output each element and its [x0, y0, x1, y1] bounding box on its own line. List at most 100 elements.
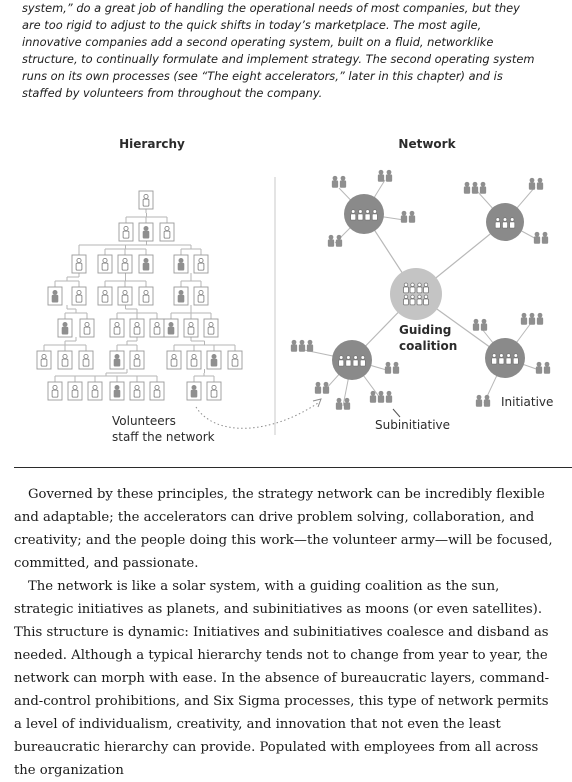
person-icon	[113, 321, 121, 335]
subinitiative-pointer	[392, 408, 401, 418]
volunteer-cluster	[377, 169, 393, 182]
hierarchy-position-box	[109, 350, 125, 370]
person-icon	[75, 257, 83, 271]
volunteer-cluster	[335, 397, 351, 410]
person-icon	[384, 361, 392, 374]
person-icon	[163, 226, 171, 239]
network-node-initiative-bottom-left	[332, 340, 372, 380]
person-icon	[535, 361, 543, 374]
figure-canvas: Hierarchy Network Guiding coalition Init…	[36, 137, 553, 444]
person-icon	[210, 384, 218, 398]
volunteers-dotted-arrow	[195, 402, 319, 429]
network-node-initiative-top-left	[344, 194, 384, 234]
person-icon	[512, 353, 519, 365]
guiding-coalition-label-line1: Guiding	[399, 323, 451, 337]
hierarchy-position-box	[129, 350, 145, 370]
person-icon	[75, 289, 83, 303]
volunteer-cluster	[331, 175, 347, 188]
person-icon	[416, 282, 423, 294]
person-icon	[345, 355, 352, 367]
hierarchy-position-box	[109, 318, 125, 338]
hierarchy-position-box	[163, 318, 179, 338]
subinitiative-label: Subinitiative	[375, 418, 450, 432]
volunteers-label-line2: staff the network	[112, 430, 215, 444]
hierarchy-position-box	[138, 254, 154, 274]
person-icon	[509, 217, 516, 229]
person-icon	[480, 318, 488, 331]
volunteers-label-line1: Volunteers	[112, 414, 176, 428]
person-icon	[61, 321, 69, 335]
network-title: Network	[398, 137, 456, 151]
hierarchy-position-box	[97, 254, 113, 274]
hierarchy-title: Hierarchy	[119, 137, 185, 151]
figure-caption: system,” do a great job of handling the …	[22, 0, 542, 103]
person-icon	[290, 339, 298, 352]
hierarchy-position-box	[97, 286, 113, 306]
person-icon	[416, 294, 423, 306]
hierarchy-org-chart	[36, 190, 243, 401]
person-icon	[153, 321, 161, 335]
volunteer-cluster	[533, 231, 549, 244]
volunteer-cluster	[369, 390, 393, 403]
hierarchy-position-box	[117, 254, 133, 274]
person-icon	[463, 181, 471, 194]
person-icon	[471, 181, 479, 194]
person-icon	[142, 257, 150, 271]
volunteer-cluster	[535, 361, 551, 374]
section-divider	[14, 467, 572, 468]
person-icon	[322, 381, 330, 394]
person-icon	[385, 390, 393, 403]
person-icon	[359, 355, 366, 367]
person-icon	[101, 289, 109, 303]
person-icon	[369, 390, 377, 403]
hierarchy-position-box	[47, 381, 63, 401]
hierarchy-position-box	[117, 286, 133, 306]
person-icon	[528, 312, 536, 325]
person-icon	[491, 353, 498, 365]
person-icon	[536, 177, 544, 190]
person-icon	[343, 397, 351, 410]
hierarchy-position-box	[149, 381, 165, 401]
person-icon	[133, 353, 141, 367]
person-icon	[475, 394, 483, 407]
person-icon	[306, 339, 314, 352]
person-icon	[520, 312, 528, 325]
person-icon	[483, 394, 491, 407]
network-volunteers	[290, 169, 551, 410]
person-icon	[83, 321, 91, 335]
person-icon	[501, 217, 509, 229]
hierarchy-position-box	[186, 381, 202, 401]
hierarchy-position-box	[129, 318, 145, 338]
person-icon	[541, 231, 549, 244]
hierarchy-position-box	[57, 318, 73, 338]
person-icon	[133, 321, 141, 335]
person-icon	[314, 381, 322, 394]
person-icon	[423, 294, 429, 306]
person-icon	[231, 353, 239, 367]
person-icon	[167, 321, 175, 335]
hierarchy-position-box	[87, 381, 103, 401]
person-icon	[352, 355, 359, 367]
hierarchy-network-figure: Hierarchy Network Guiding coalition Init…	[0, 125, 572, 455]
person-icon	[533, 231, 541, 244]
person-icon	[536, 312, 544, 325]
hierarchy-position-box	[109, 381, 125, 401]
volunteer-cluster	[384, 361, 400, 374]
person-icon	[177, 289, 185, 303]
person-icon	[51, 384, 59, 398]
person-icon	[298, 339, 306, 352]
person-icon	[350, 209, 357, 221]
person-icon	[101, 257, 109, 271]
hierarchy-position-box	[227, 350, 243, 370]
person-icon	[82, 353, 90, 367]
hierarchy-position-box	[186, 350, 202, 370]
hierarchy-position-box	[71, 254, 87, 274]
person-icon	[498, 353, 505, 365]
person-icon	[327, 234, 335, 247]
hierarchy-position-box	[149, 318, 165, 338]
person-icon	[177, 257, 185, 271]
person-icon	[364, 209, 371, 221]
person-icon	[122, 226, 130, 239]
hierarchy-position-box	[138, 222, 154, 242]
person-icon	[335, 397, 343, 410]
